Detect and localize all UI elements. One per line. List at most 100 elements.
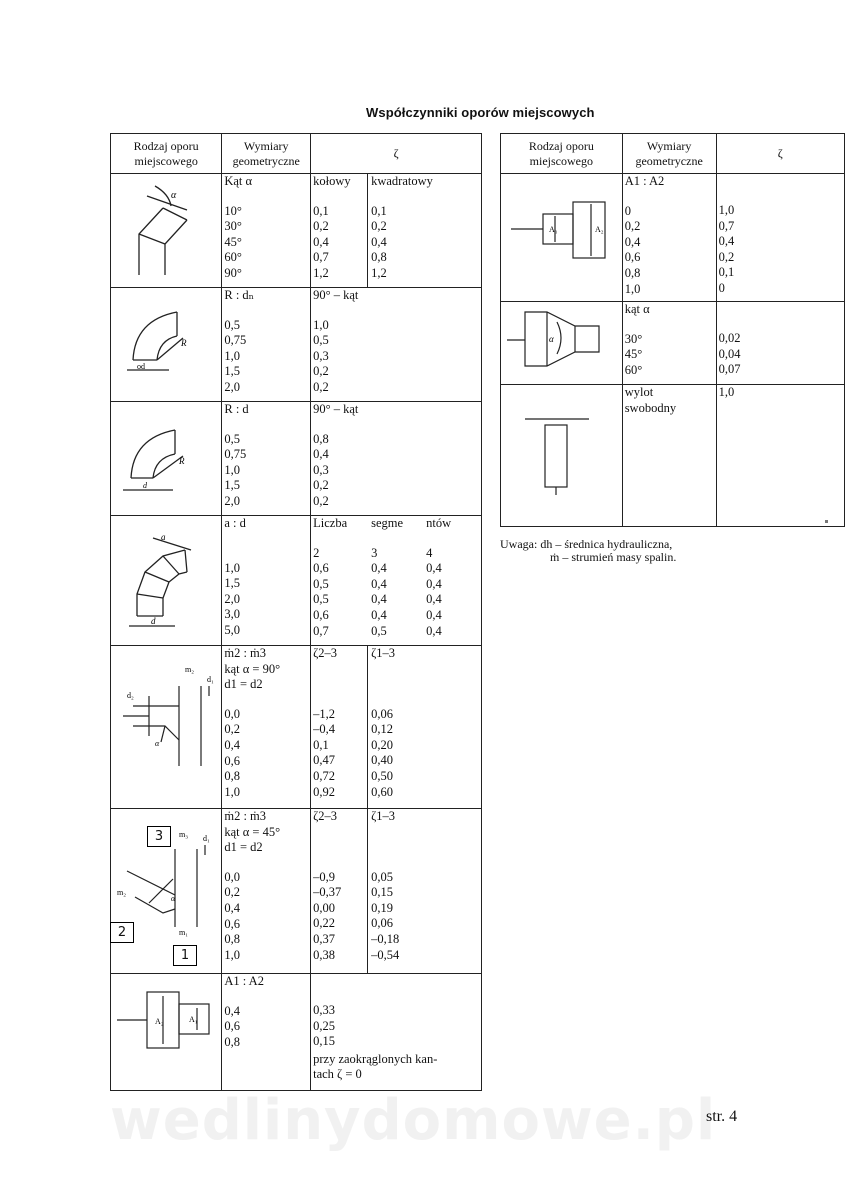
r4-dim: 2,0	[224, 591, 240, 606]
r6-dim: 0,6	[224, 916, 240, 931]
r6-value: –0,37	[313, 885, 342, 900]
r6-dim: 0,0	[224, 869, 240, 884]
rr2-value: 0,02	[718, 331, 741, 345]
svg-text:R: R	[180, 338, 187, 348]
r5-dim: 0,8	[224, 769, 240, 784]
r6-col2-title: ζ1–3	[371, 809, 396, 823]
r6-col1-title: ζ2–3	[313, 809, 338, 823]
r2-value: 0,2	[313, 379, 329, 394]
r5-dim: 1,0	[224, 784, 240, 799]
r5-value: 0,72	[313, 768, 335, 783]
segment-count: 3	[371, 545, 378, 560]
r7-dim: 0,6	[224, 1019, 240, 1034]
r3-dim: 0,5	[224, 431, 240, 446]
r3-value: 0,2	[313, 478, 329, 493]
label-box-2: 2	[110, 922, 134, 943]
r4-zeta-title: Liczba segme ntów	[313, 516, 452, 530]
r3-value: 0,4	[313, 447, 329, 462]
r1-col1-title: kołowy	[313, 174, 351, 188]
r3-value: 0,8	[313, 431, 329, 446]
segment-count: 2	[313, 545, 320, 560]
r3-dim-title: R : d	[224, 402, 249, 416]
r6-dim-title: ṁ2 : ṁ3 kąt α = 45° d1 = d2	[224, 809, 281, 855]
right-table: Rodzaj oporu miejscowego Wymiary geometr…	[500, 133, 846, 527]
elbow-rd-diagram: R d	[109, 401, 223, 516]
r6-value: 0,05	[371, 869, 393, 884]
r4-value: 0,4	[371, 561, 387, 576]
r1-value: 0,8	[371, 250, 387, 265]
r5-dim: 0,2	[224, 722, 240, 737]
svg-text:A₁: A₁	[189, 1015, 198, 1024]
r4-value: 0,4	[426, 561, 442, 576]
r6-dim: 0,4	[224, 900, 240, 915]
diffuser-diagram: α	[500, 301, 623, 385]
r7-value: 0,33	[313, 1003, 335, 1017]
r3-value: 0,2	[313, 493, 329, 508]
r4-dim: 1,0	[224, 560, 240, 575]
r2-dim: 2,0	[224, 379, 240, 394]
r7-value: 0,25	[313, 1018, 335, 1033]
r2-value: 0,5	[313, 333, 329, 348]
r7-dim-title: A1 : A2	[224, 974, 264, 988]
svg-text:α: α	[171, 894, 176, 903]
r4-dim: 3,0	[224, 607, 240, 622]
r4-value: 0,4	[426, 623, 442, 638]
r5-value: 0,20	[371, 737, 393, 752]
r5-col2-title: ζ1–3	[371, 646, 396, 660]
r1-dim: 30°	[224, 219, 242, 234]
expansion-diagram: A₁ A₂	[500, 173, 623, 302]
note-line-1: Uwaga: dh – średnica hydrauliczna,	[500, 537, 673, 551]
r1-value: 1,2	[313, 265, 329, 280]
r2-dim: 1,5	[224, 364, 240, 379]
r6-dim: 0,8	[224, 932, 240, 947]
r1-value: 0,1	[313, 203, 329, 218]
r5-value: –0,4	[313, 722, 335, 737]
r4-value: 0,5	[371, 623, 387, 638]
contraction-diagram: A₂ A₁	[109, 973, 223, 1091]
r1-dim-title: Kąt α	[224, 174, 253, 188]
svg-text:m₃: m₃	[179, 830, 188, 839]
rr1-value: 0,7	[718, 218, 735, 233]
rr1-dim-title: A1 : A2	[624, 174, 665, 188]
r5-dim: 0,0	[224, 706, 240, 721]
r5-dim-title: ṁ2 : ṁ3 kąt α = 90° d1 = d2	[224, 646, 281, 692]
r6-value: 0,19	[371, 900, 393, 915]
r6-value: 0,37	[313, 931, 335, 946]
svg-text:α: α	[171, 190, 177, 201]
r5-value: 0,06	[371, 706, 393, 721]
rr3-dim-title: wylot swobodny	[624, 385, 677, 415]
r2-dim: 0,75	[224, 333, 247, 348]
segmented-elbow-diagram: a d	[109, 515, 223, 646]
r4-value: 0,4	[426, 576, 442, 591]
r1-value: 0,2	[313, 219, 329, 234]
svg-text:a: a	[161, 532, 166, 542]
r4-value: 0,4	[426, 592, 442, 607]
rr2-dim: 45°	[624, 347, 643, 362]
rr1-value: 0,4	[718, 234, 735, 249]
r4-value: 0,6	[313, 561, 329, 576]
rr2-dim-title: kąt α	[624, 302, 650, 316]
r1-value: 1,2	[371, 265, 387, 280]
r5-value: –1,2	[313, 706, 335, 721]
r7-value: 0,15	[313, 1034, 335, 1049]
rr1-dim: 1,0	[624, 281, 641, 296]
r1-value: 0,4	[313, 234, 329, 249]
rr1-dim: 0,2	[624, 219, 641, 234]
r5-value: 0,1	[313, 737, 329, 752]
header-dimensions: Wymiary geometryczne	[621, 133, 717, 174]
svg-text:m₁: m₁	[179, 928, 188, 937]
svg-text:R: R	[178, 456, 185, 466]
r6-value: –0,18	[371, 931, 400, 946]
free-outlet-diagram	[500, 384, 623, 527]
note-line-2: ṁ – strumień masy spalin.	[550, 550, 677, 564]
r5-dim: 0,6	[224, 753, 240, 768]
r3-value: 0,3	[313, 462, 329, 477]
r2-value: 1,0	[313, 317, 329, 332]
elbow-angle-diagram: α	[109, 173, 223, 288]
r3-dim: 0,75	[224, 447, 247, 462]
watermark: wedlinydomowe.pl	[110, 1088, 717, 1153]
r5-value: 0,12	[371, 722, 393, 737]
rr1-dim: 0	[624, 203, 631, 218]
header-zeta: ζ	[310, 133, 482, 174]
r6-value: –0,54	[371, 947, 400, 962]
